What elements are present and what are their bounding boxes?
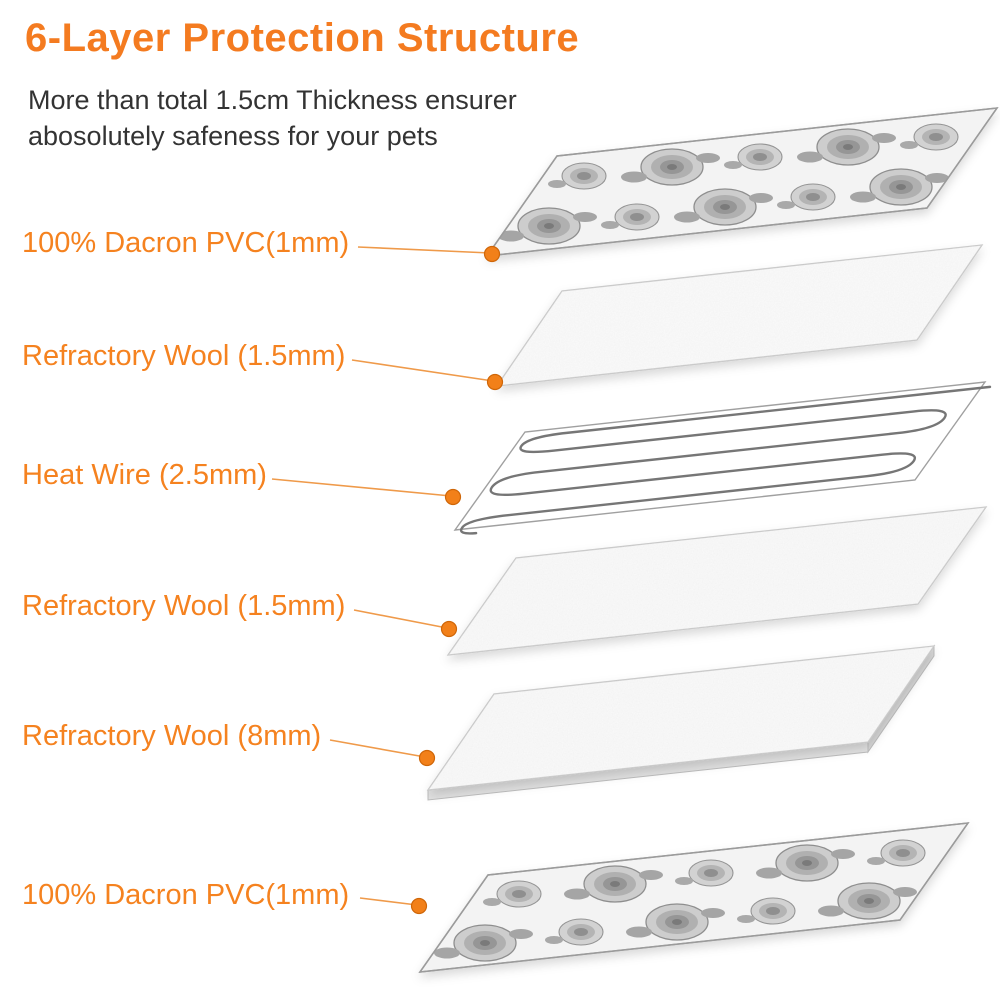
subtitle-line-1: More than total 1.5cm Thickness ensurer (28, 85, 517, 115)
layer-label-dacron-bottom: 100% Dacron PVC(1mm) (22, 879, 350, 911)
callout-dot-3 (444, 488, 462, 506)
callout-dot-2 (486, 373, 504, 391)
layer-graphic-dacron-bottom (418, 822, 970, 973)
layer-label-wool-2: Refractory Wool (1.5mm) (22, 590, 346, 622)
layer-label-dacron-top: 100% Dacron PVC(1mm) (22, 227, 350, 259)
layer-label-wool-1: Refractory Wool (1.5mm) (22, 340, 346, 372)
leader-line-4 (353, 609, 448, 629)
layer-graphic-heat-wire (451, 381, 994, 536)
callout-dots (410, 245, 504, 915)
leader-line-6 (359, 897, 418, 906)
leader-line-2 (351, 359, 494, 382)
heat-wire-path (457, 387, 990, 535)
callout-dot-4 (440, 620, 458, 638)
layer-label-heat-wire: Heat Wire (2.5mm) (22, 459, 267, 491)
layer-graphic-wool-2 (446, 506, 988, 656)
leader-line-3 (271, 478, 452, 497)
leader-line-1 (357, 246, 491, 254)
layer-graphic-wool-1 (495, 244, 984, 387)
callout-dot-5 (418, 749, 436, 767)
leader-line-5 (329, 739, 426, 758)
callout-dot-1 (483, 245, 501, 263)
subtitle-line-2: abosolutely safeness for your pets (28, 121, 438, 152)
callout-dot-6 (410, 897, 428, 915)
layer-graphic-wool-thick (426, 644, 936, 801)
layer-label-wool-thick: Refractory Wool (8mm) (22, 720, 322, 752)
page-subtitle: More than total 1.5cm Thickness ensurer … (28, 82, 517, 155)
leader-lines (271, 246, 494, 906)
layer-graphic-dacron-top (485, 107, 999, 257)
page-title: 6-Layer Protection Structure (25, 16, 580, 60)
